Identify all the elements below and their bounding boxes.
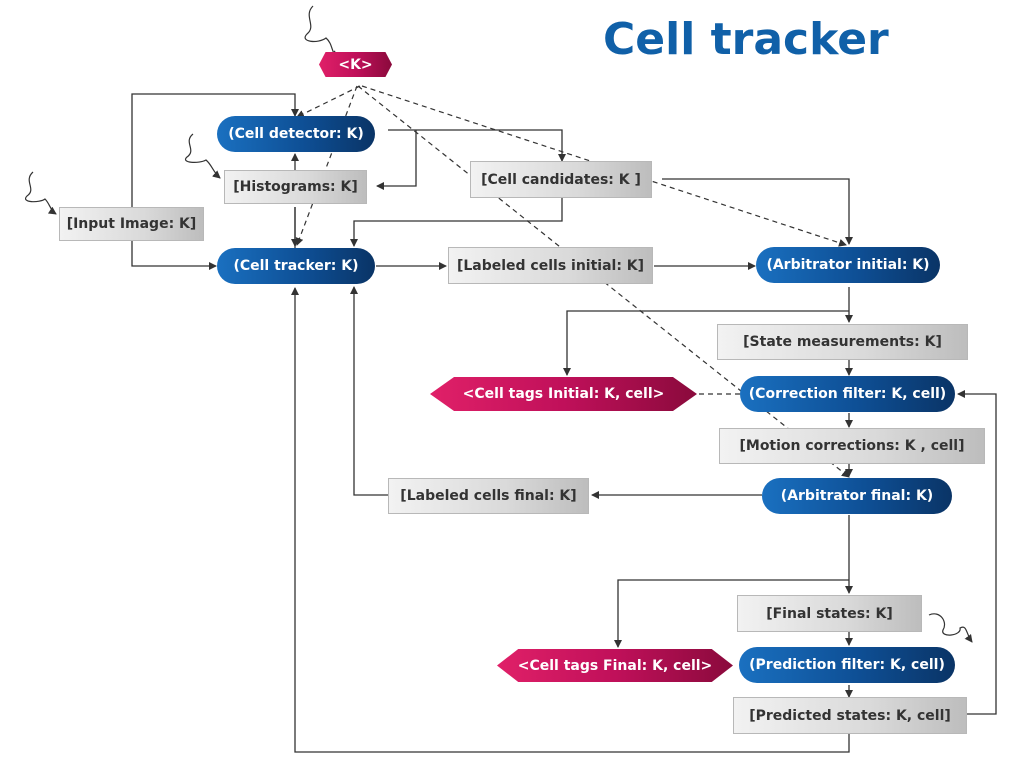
color-data-gray: #d9d9d9 <box>0 0 1 1</box>
edge-labeled-final-to-tracker <box>350 286 388 496</box>
color-tag-magenta: #c0105a <box>0 0 1 1</box>
edge-detector-to-candidates <box>388 129 566 162</box>
edge-predicted-to-correction <box>957 390 997 715</box>
labeled-cells-initial-node: [Labeled cells initial: K] <box>448 247 653 284</box>
edge-input-to-tracker <box>131 246 217 270</box>
dashed-k-to-tracker <box>295 85 358 246</box>
edge-input-to-detector <box>131 93 299 246</box>
cell-tags-initial-node: <Cell tags Initial: K, cell> <box>430 377 697 411</box>
arbitrator-initial-node: (Arbitrator initial: K) <box>756 247 940 283</box>
state-measurements-node: [State measurements: K] <box>717 324 968 360</box>
k-node: <K> <box>319 52 392 77</box>
squiggle-input-image <box>24 171 57 215</box>
cell-candidates-node: [Cell candidates: K ] <box>470 161 652 198</box>
edge-detector-to-histograms <box>376 130 417 190</box>
cell-tracker-node: (Cell tracker: K) <box>217 248 375 284</box>
cell-tags-final-node: <Cell tags Final: K, cell> <box>497 649 733 682</box>
squiggle-k-input <box>304 5 338 59</box>
dashed-k-to-detector <box>296 85 361 118</box>
final-states-node: [Final states: K] <box>737 595 922 632</box>
motion-corrections-node: [Motion corrections: K , cell] <box>719 428 985 464</box>
histograms-node: [Histograms: K] <box>224 170 367 204</box>
edge-candidates-to-arbitrator <box>662 178 853 245</box>
labeled-cells-final-node: [Labeled cells final: K] <box>388 478 589 514</box>
color-process-blue: #0e4f95 <box>0 0 1 1</box>
squiggle-prediction-output <box>928 613 973 643</box>
predicted-states-node: [Predicted states: K, cell] <box>733 697 967 734</box>
correction-filter-node: (Correction filter: K, cell) <box>740 376 955 412</box>
edge-candidates-to-tracker <box>350 198 563 247</box>
prediction-filter-node: (Prediction filter: K, cell) <box>739 647 955 683</box>
edge-arbitrator-final-to-cell-tags-final <box>614 579 849 648</box>
edge-predicted-to-tracker <box>291 287 850 753</box>
cell-detector-node: (Cell detector: K) <box>217 116 375 152</box>
squiggle-histograms-input <box>184 133 221 179</box>
color-title-blue: #1060a8 <box>0 0 1 1</box>
input-image-node: [Input Image: K] <box>59 207 204 241</box>
page-title: Cell tracker <box>603 14 889 65</box>
edge-arbitrator-to-cell-tags-initial <box>563 310 849 376</box>
arbitrator-final-node: (Arbitrator final: K) <box>762 478 952 514</box>
